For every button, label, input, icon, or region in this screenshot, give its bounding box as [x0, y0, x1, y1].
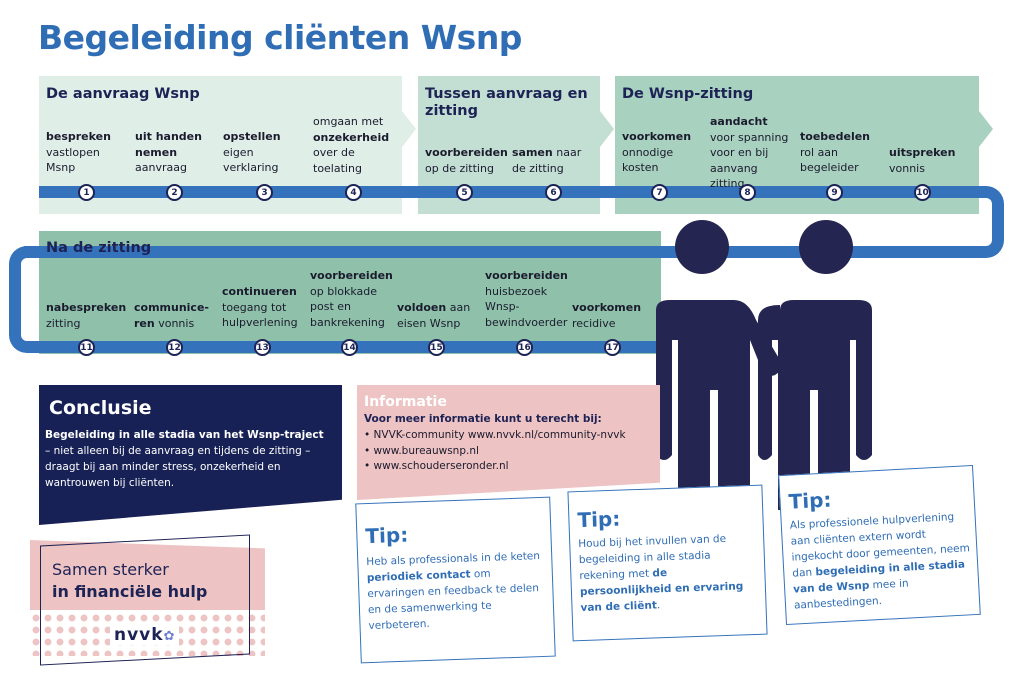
- page-title: Begeleiding cliënten Wsnp: [38, 18, 522, 57]
- nvvk-logo: nvvk✿: [110, 625, 180, 645]
- brand-background: [30, 540, 265, 610]
- step-number-11: 11: [78, 339, 95, 356]
- step-number-10: 10: [914, 184, 931, 201]
- step-number-14: 14: [341, 339, 358, 356]
- tip-text: Als professionele hulpverlening aan clië…: [789, 511, 971, 612]
- step-number-12: 12: [166, 339, 183, 356]
- step-number-8: 8: [739, 184, 756, 201]
- step-number-3: 3: [256, 184, 273, 201]
- informatie-link[interactable]: www.bureauwsnp.nl: [364, 444, 626, 460]
- step-number-16: 16: [516, 339, 533, 356]
- tip-text: Heb als professionals in de keten period…: [366, 550, 541, 633]
- informatie-link[interactable]: NVVK-community www.nvvk.nl/community-nvv…: [364, 428, 626, 444]
- step-15: voldoen aan eisen Wsnp: [397, 301, 471, 330]
- tip-card-3: Tip: Als professionele hulpverlening aan…: [778, 465, 981, 625]
- step-number-9: 9: [826, 184, 843, 201]
- brand-slogan-line2: in financiële hulp: [52, 582, 208, 601]
- step-number-4: 4: [345, 184, 362, 201]
- timeline-track: [9, 246, 49, 353]
- conclusie-text: Begeleiding in alle stadia van het Wsnp-…: [45, 429, 324, 489]
- step-number-1: 1: [78, 184, 95, 201]
- timeline-track: [24, 246, 974, 258]
- phase-title: De aanvraag Wsnp: [46, 86, 200, 102]
- tip-title: Tip:: [787, 487, 832, 514]
- tip-card-2: Tip: Houd bij het invullen van de begele…: [567, 484, 768, 642]
- phase-arrow: [402, 111, 416, 147]
- brand-block: Samen sterker in financiële hulp nvvk✿: [30, 534, 265, 666]
- step-number-7: 7: [651, 184, 668, 201]
- informatie-title: Informatie: [364, 394, 447, 410]
- tip-title: Tip:: [577, 506, 621, 533]
- step-number-5: 5: [456, 184, 473, 201]
- phase-title: Na de zitting: [46, 240, 152, 256]
- step-6: samen naar de zitting: [512, 146, 582, 175]
- phase-title: Tussen aanvraag en zitting: [425, 86, 588, 119]
- phase-arrow: [600, 111, 614, 147]
- step-number-17: 17: [604, 339, 621, 356]
- conclusie-panel: Conclusie Begeleiding in alle stadia van…: [39, 385, 342, 525]
- tip-title: Tip:: [364, 522, 409, 549]
- people-icon: [656, 220, 872, 510]
- informatie-panel: Informatie Voor meer informatie kunt u t…: [357, 385, 660, 500]
- step-number-13: 13: [254, 339, 271, 356]
- step-number-15: 15: [428, 339, 445, 356]
- informatie-subtitle: Voor meer informatie kunt u terecht bij:: [364, 413, 602, 425]
- tip-card-1: Tip: Heb als professionals in de keten p…: [355, 496, 556, 664]
- star-icon: ✿: [163, 629, 176, 644]
- step-number-6: 6: [545, 184, 562, 201]
- phase-title: De Wsnp-zitting: [622, 86, 754, 102]
- informatie-link[interactable]: www.schouderseronder.nl: [364, 459, 626, 475]
- tip-text: Houd bij het invullen van de begeleiding…: [578, 532, 744, 615]
- informatie-list: NVVK-community www.nvvk.nl/community-nvv…: [364, 428, 626, 475]
- brand-slogan-line1: Samen sterker: [52, 560, 169, 579]
- phase-arrow: [979, 111, 993, 147]
- step-12: communice-ren vonnis: [134, 301, 209, 330]
- step-8: aandacht voor spanning voor en bij aanva…: [710, 115, 789, 190]
- step-number-2: 2: [166, 184, 183, 201]
- conclusie-title: Conclusie: [49, 397, 152, 419]
